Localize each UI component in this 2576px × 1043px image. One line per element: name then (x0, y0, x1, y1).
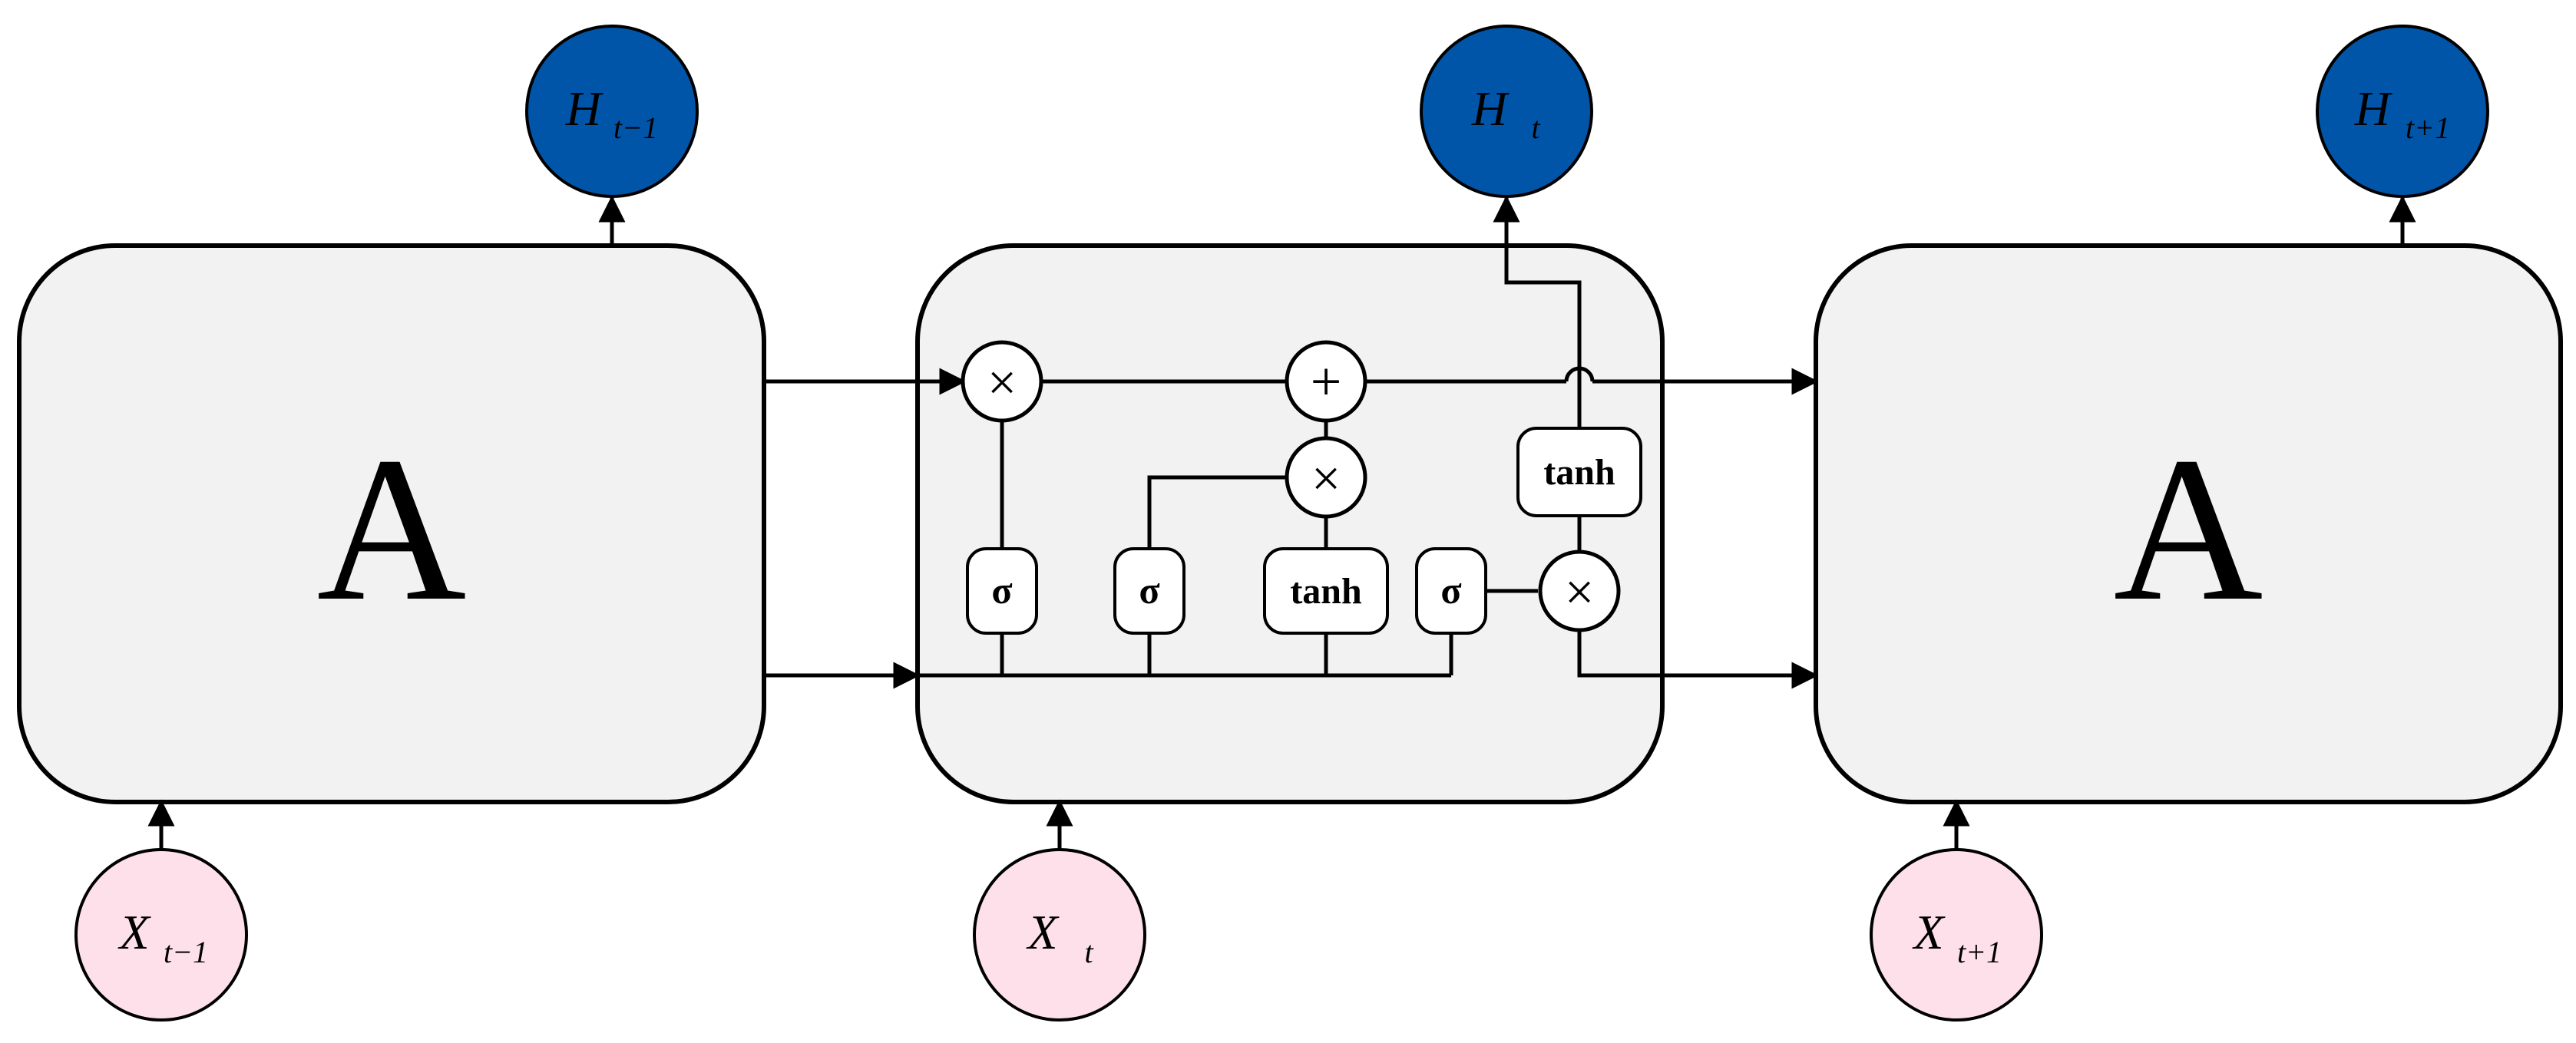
add-node: + (1285, 340, 1367, 423)
input-symbol: X (117, 905, 151, 959)
add-icon: + (1311, 351, 1342, 412)
multiply-icon: × (1311, 449, 1341, 507)
input-node-x-prev: X t−1 (74, 848, 248, 1022)
gates: σ σ tanh σ tanh (966, 427, 1642, 635)
svg-text:H: H (1471, 81, 1510, 136)
sigma-label: σ (1139, 569, 1159, 612)
left-cell: A (17, 243, 766, 804)
input-gate-sigma: σ (1113, 547, 1185, 635)
input-node-x-next: X t+1 (1870, 848, 2043, 1022)
candidate-tanh: tanh (1263, 547, 1389, 635)
forget-gate-sigma: σ (966, 547, 1038, 635)
ht-output-arrow (1493, 195, 1582, 394)
svg-text:H: H (2354, 81, 2393, 136)
svg-text:X: X (117, 905, 151, 959)
right-cell-label: A (2114, 414, 2264, 644)
hidden-out-arrow (1577, 630, 1819, 689)
output-node-h-next: H t+1 (2316, 25, 2489, 198)
input-symbol: X (1025, 905, 1060, 959)
tanh-label: tanh (1290, 571, 1361, 612)
cell-tanh: tanh (1516, 427, 1642, 517)
output-multiply-node: × (1538, 550, 1621, 632)
input-subscript: t (1084, 935, 1093, 969)
svg-text:X: X (1025, 905, 1060, 959)
output-nodes: H t−1 H t H t+1 (525, 25, 2489, 198)
multiply-icon: × (987, 353, 1017, 411)
right-cell: A (1814, 243, 2563, 804)
output-subscript: t+1 (2406, 111, 2450, 145)
left-cell-label: A (317, 414, 467, 644)
output-symbol: H (2354, 81, 2393, 136)
input-multiply-node: × (1285, 436, 1367, 519)
output-subscript: t (1531, 111, 1540, 145)
svg-text:H: H (565, 81, 604, 136)
sigma-label: σ (991, 569, 1012, 612)
output-symbol: H (565, 81, 604, 136)
sigma-label: σ (1440, 569, 1461, 612)
center-cell (915, 243, 1665, 804)
input-symbol: X (1911, 905, 1946, 959)
forget-multiply-node: × (961, 340, 1043, 423)
center-cell-box (915, 243, 1665, 804)
tanh-label: tanh (1543, 452, 1615, 493)
output-node-h-t: H t (1420, 25, 1593, 198)
input-subscript: t+1 (1957, 935, 2002, 969)
multiply-icon: × (1565, 563, 1594, 621)
ops: × + × × (961, 340, 1621, 632)
svg-text:X: X (1911, 905, 1946, 959)
right-cell-box (1814, 243, 2563, 804)
output-node-h-prev: H t−1 (525, 25, 699, 198)
left-cell-box (17, 243, 766, 804)
output-subscript: t−1 (613, 111, 658, 145)
output-gate-sigma: σ (1415, 547, 1487, 635)
output-symbol: H (1471, 81, 1510, 136)
input-nodes: X t−1 X t X t+1 (74, 848, 2043, 1022)
input-subscript: t−1 (164, 935, 208, 969)
input-node-x-t: X t (973, 848, 1146, 1022)
